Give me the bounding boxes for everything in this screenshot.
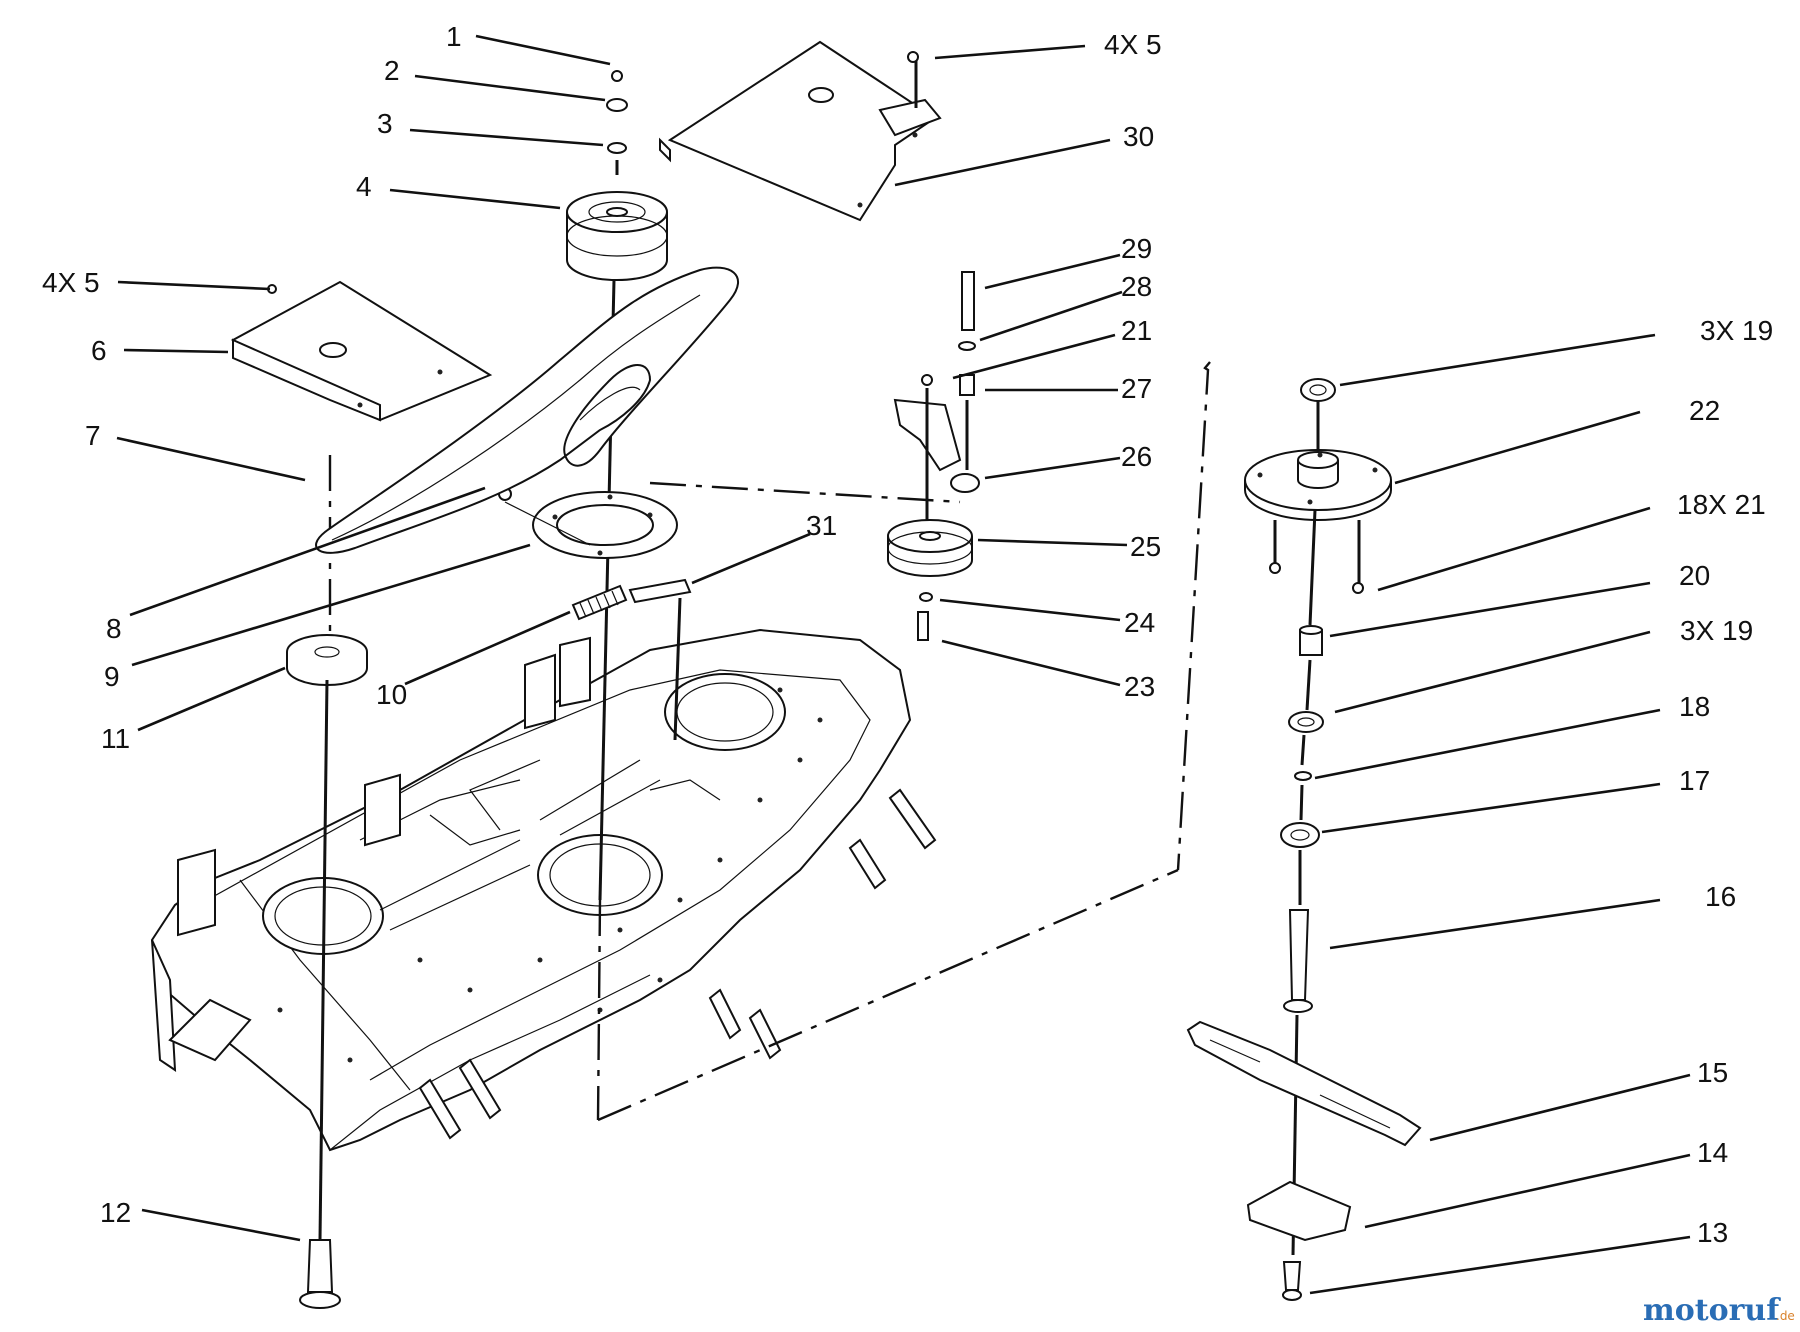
washer-24: [919, 592, 933, 602]
spindle-assembly: [597, 361, 1422, 1301]
callout-20: 20: [1679, 560, 1710, 591]
callout-28: 28: [1121, 271, 1152, 302]
callout-16: 16: [1705, 881, 1736, 912]
callout-6: 6: [91, 335, 107, 366]
callout-13: 13: [1697, 1217, 1728, 1248]
callout-29: 29: [1121, 233, 1152, 264]
callout-10: 10: [376, 679, 407, 710]
bearing-19-bottom: [1288, 711, 1324, 733]
callout-26: 26: [1121, 441, 1152, 472]
pulley-4: [566, 191, 668, 281]
callout-4x5-top: 4X 5: [1104, 29, 1162, 60]
callout-31: 31: [806, 510, 837, 541]
callout-4: 4: [356, 171, 372, 202]
callout-21: 21: [1121, 315, 1152, 346]
callout-7: 7: [85, 420, 101, 451]
spacer-27: [959, 374, 975, 396]
mower-deck: [150, 628, 937, 1152]
center-pulley-stack: [498, 70, 692, 1121]
callout-22: 22: [1689, 395, 1720, 426]
callout-3x19-top: 3X 19: [1700, 315, 1773, 346]
belt-cover-6: [230, 280, 493, 422]
spindle-housing-22: [1244, 449, 1392, 521]
blade-bolt-13: [1282, 1261, 1302, 1291]
callout-9: 9: [104, 661, 120, 692]
left-spindle-stack: [286, 455, 368, 1309]
callout-3x19-bottom: 3X 19: [1680, 615, 1753, 646]
callout-15: 15: [1697, 1057, 1728, 1088]
bolt-29: [961, 271, 975, 331]
washer-28: [958, 341, 976, 351]
seal-17: [1280, 822, 1320, 848]
belt-cover-30: [659, 40, 942, 222]
bolt-23: [917, 611, 929, 641]
callout-2: 2: [384, 55, 400, 86]
bracket-31: [628, 578, 692, 604]
watermark-logo: motoruf .de: [1643, 1293, 1795, 1328]
callout-18x21: 18X 21: [1677, 489, 1766, 520]
idler-pulley-25: [887, 519, 973, 577]
callout-1: 1: [446, 21, 462, 52]
washer-18: [1294, 771, 1312, 781]
callout-24: 24: [1124, 607, 1155, 638]
spindle-shaft-16: [1288, 909, 1310, 1001]
callout-27: 27: [1121, 373, 1152, 404]
watermark-suffix: .de: [1776, 1309, 1795, 1323]
spindle-cover-9: [532, 491, 678, 559]
idler-arm-group: [649, 271, 980, 641]
callout-12: 12: [100, 1197, 131, 1228]
callout-8: 8: [106, 613, 122, 644]
callout-4x5-left: 4X 5: [42, 267, 100, 298]
watermark-brand: motoruf: [1643, 1293, 1781, 1328]
callout-18: 18: [1679, 691, 1710, 722]
lock-nut-2: [606, 98, 628, 112]
callout-11: 11: [101, 723, 130, 754]
callout-23: 23: [1124, 671, 1155, 702]
washer-3: [607, 142, 627, 154]
callout-25: 25: [1130, 531, 1161, 562]
svg-text:motoruf: motoruf: [1643, 1293, 1781, 1328]
bushing-26: [950, 473, 980, 493]
callout-30: 30: [1123, 121, 1154, 152]
blade-15: [1186, 1020, 1422, 1147]
spindle-shaft-12: [306, 1239, 334, 1293]
bearing-19-top: [1300, 378, 1336, 402]
nut-1: [611, 70, 623, 82]
callout-17: 17: [1679, 765, 1710, 796]
callout-labels: 1 2 3 4 4X 5 30 4X 5 6 7 29 28 21 27 26 …: [42, 21, 1773, 1248]
callout-14: 14: [1697, 1137, 1728, 1168]
leader-lines: [116, 34, 1691, 1295]
blade-plate-14: [1246, 1180, 1352, 1242]
spring-10: [571, 584, 628, 621]
callout-3: 3: [377, 108, 393, 139]
